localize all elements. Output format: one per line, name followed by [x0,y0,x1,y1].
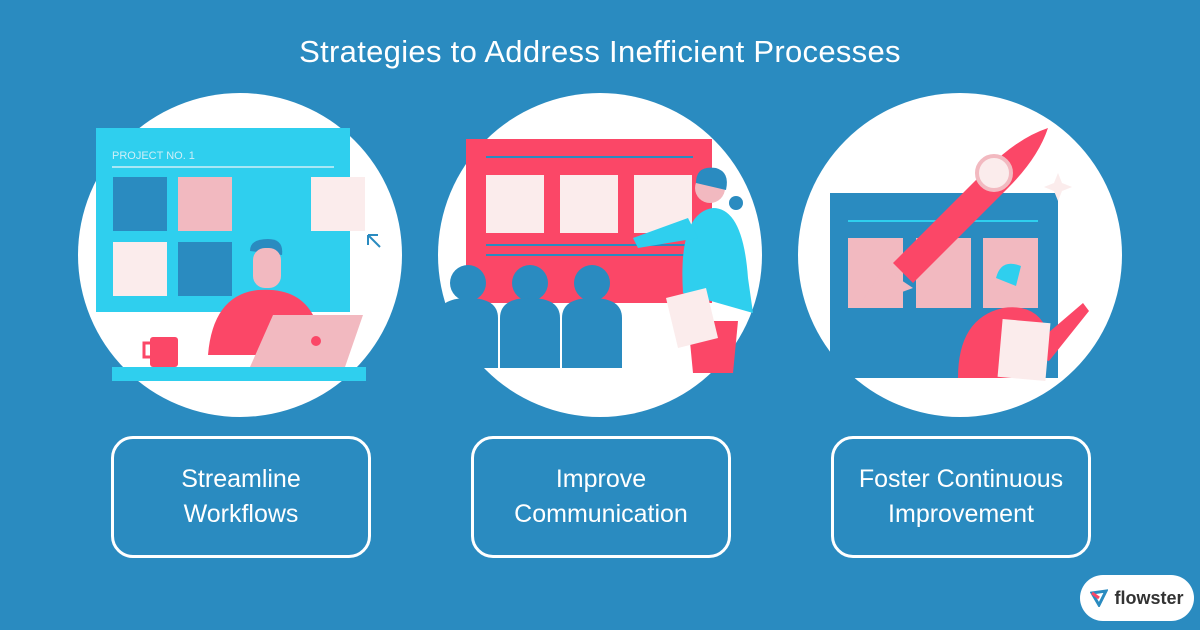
improvement-illustration [798,93,1122,417]
flowster-logo-icon [1090,589,1109,607]
flowster-logo: flowster [1080,575,1194,621]
strategy-improve-communication: Improve Communication [471,436,731,558]
strategy-streamline-workflows: Streamline Workflows [111,436,371,558]
communication-illustration [438,93,762,417]
page-title: Strategies to Address Inefficient Proces… [299,34,901,69]
strategy-foster-continuous-improvement: Foster Continuous Improvement [831,436,1091,558]
brand-name: flowster [1114,587,1184,608]
streamline-illustration: PROJECT NO. 1 [78,93,402,417]
project-label: PROJECT NO. 1 [112,150,195,162]
